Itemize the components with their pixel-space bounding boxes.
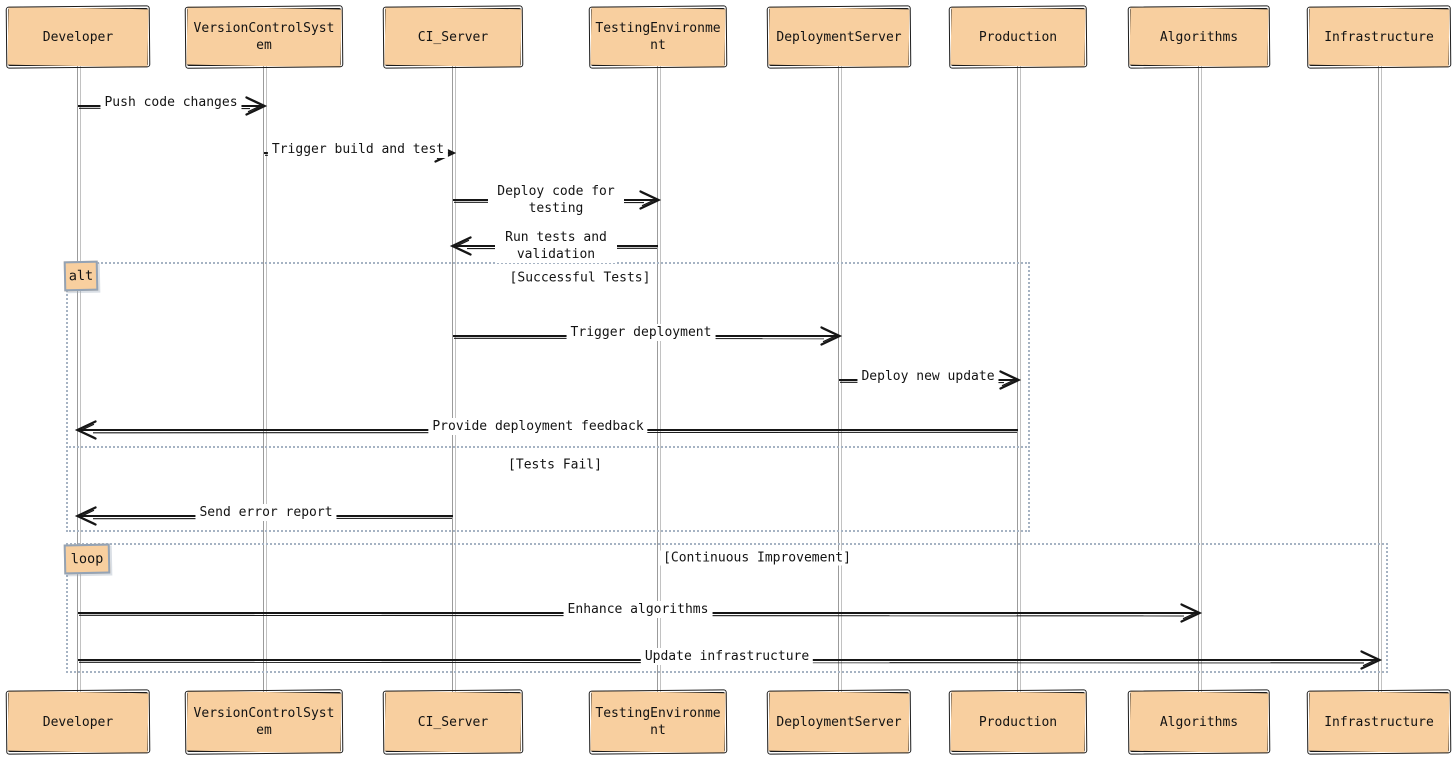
message-label-send-error-report: Send error report xyxy=(195,504,337,521)
lifeline-versioncontrolsystem xyxy=(263,66,267,692)
actor-name: TestingEnvironment xyxy=(595,21,721,53)
actor-bottom-algorithms: Algorithms xyxy=(1130,692,1268,752)
lifeline-infrastructure xyxy=(1378,66,1382,692)
actor-name: CI_Server xyxy=(417,29,489,45)
actor-top-ci-server: CI_Server xyxy=(385,8,521,66)
loop-condition-label: [Continuous Improvement] xyxy=(660,550,854,566)
actor-bottom-production: Production xyxy=(951,692,1085,752)
alt-success-section-label: [Successful Tests] xyxy=(506,270,654,286)
lifeline-ci-server xyxy=(452,66,456,692)
actor-name: DeploymentServer xyxy=(776,714,902,730)
message-label-push-code-changes: Push code changes xyxy=(100,94,242,111)
message-label-deploy-new-update: Deploy new update xyxy=(857,368,999,385)
alt-frame-label-text: alt xyxy=(68,267,94,285)
actor-name: Production xyxy=(978,714,1058,730)
actor-name: VersionControlSystem xyxy=(193,21,335,53)
actor-name: Infrastructure xyxy=(1324,714,1434,730)
actor-name: TestingEnvironment xyxy=(595,706,721,738)
actor-name: Developer xyxy=(42,714,114,730)
lifeline-algorithms xyxy=(1198,66,1202,692)
actor-bottom-ci-server: CI_Server xyxy=(385,692,521,752)
actor-top-deploymentserver: DeploymentServer xyxy=(769,8,909,66)
actor-name: CI_Server xyxy=(417,714,489,730)
loop-frame xyxy=(66,543,1388,673)
alt-fail-section-label: [Tests Fail] xyxy=(505,457,605,473)
actor-name: Algorithms xyxy=(1159,29,1239,45)
message-label-deploy-code-for-testing: Deploy code for testing xyxy=(488,183,624,217)
alt-divider xyxy=(66,446,1030,448)
loop-frame-label-text: loop xyxy=(70,550,104,568)
actor-bottom-deploymentserver: DeploymentServer xyxy=(769,692,909,752)
message-label-trigger-deployment: Trigger deployment xyxy=(566,324,716,341)
actor-name: Algorithms xyxy=(1159,714,1239,730)
actor-top-developer: Developer xyxy=(8,8,148,66)
actor-top-testingenvironment: TestingEnvironment xyxy=(591,8,725,66)
actor-name: Infrastructure xyxy=(1324,29,1434,45)
actor-bottom-versioncontrolsystem: VersionControlSystem xyxy=(187,692,341,752)
actor-name: Developer xyxy=(42,29,114,45)
alt-frame xyxy=(66,262,1030,532)
actor-name: VersionControlSystem xyxy=(193,706,335,738)
actor-top-algorithms: Algorithms xyxy=(1130,8,1268,66)
actor-bottom-infrastructure: Infrastructure xyxy=(1309,692,1449,752)
actor-name: DeploymentServer xyxy=(776,29,902,45)
actor-bottom-testingenvironment: TestingEnvironment xyxy=(591,692,725,752)
actor-bottom-developer: Developer xyxy=(8,692,148,752)
loop-frame-label: loop xyxy=(63,543,111,575)
message-label-trigger-build-and-test: Trigger build and test xyxy=(267,141,449,158)
actor-top-versioncontrolsystem: VersionControlSystem xyxy=(187,8,341,66)
actor-top-production: Production xyxy=(951,8,1085,66)
message-label-provide-deployment-feedback: Provide deployment feedback xyxy=(428,418,648,435)
message-label-update-infrastructure: Update infrastructure xyxy=(640,648,814,665)
message-label-enhance-algorithms: Enhance algorithms xyxy=(563,601,713,618)
actor-name: Production xyxy=(978,29,1058,45)
lifeline-developer xyxy=(77,66,81,692)
alt-frame-label: alt xyxy=(63,260,99,292)
message-label-run-tests-and-validation: Run tests and validation xyxy=(495,229,617,263)
actor-top-infrastructure: Infrastructure xyxy=(1309,8,1449,66)
lifeline-testingenvironment xyxy=(657,66,661,692)
